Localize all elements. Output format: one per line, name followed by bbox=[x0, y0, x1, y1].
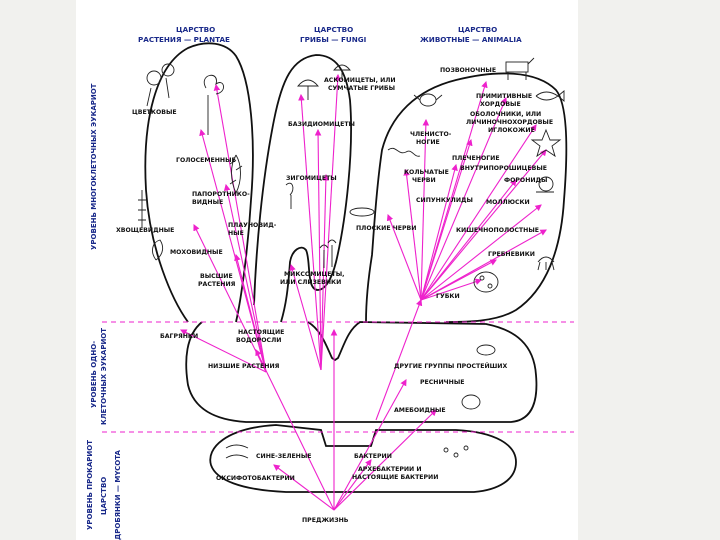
label-mosses: МОХОВИДНЫЕ bbox=[170, 249, 223, 256]
label-entoprocts: ВНУТРИПОРОШИЦЕВЫЕ bbox=[460, 165, 547, 172]
label-brachiopods: ПЛЕЧЕНОГИЕ bbox=[452, 155, 500, 162]
kingdom-animals-line1: ЦАРСТВО bbox=[458, 25, 497, 34]
kingdom-headers: ЦАРСТВО РАСТЕНИЯ — PLANTAE ЦАРСТВО ГРИБЫ… bbox=[138, 25, 522, 44]
worm-icon bbox=[387, 147, 421, 157]
label-gymnosperms: ГОЛОСЕМЕННЫЕ bbox=[176, 157, 236, 164]
label-ferns-1: ПАПОРОТНИКО- bbox=[192, 191, 250, 198]
label-arthropods-2: НОГИЕ bbox=[416, 139, 440, 146]
evolution-tree-diagram: ЦАРСТВО РАСТЕНИЯ — PLANTAE ЦАРСТВО ГРИБЫ… bbox=[76, 14, 578, 540]
label-ctenophores: ГРЕБНЕВИКИ bbox=[488, 251, 535, 258]
label-myxomycetes-1: МИКСОМИЦЕТЫ, bbox=[284, 271, 344, 278]
level-unicellular-label-1: УРОВЕНЬ ОДНО- bbox=[90, 341, 98, 408]
label-arthropods-1: ЧЛЕНИСТО- bbox=[410, 131, 452, 138]
kingdom-plants-line2: РАСТЕНИЯ — PLANTAE bbox=[138, 35, 230, 44]
group-labels: ЦВЕТКОВЫЕ ГОЛОСЕМЕННЫЕ ПАПОРОТНИКО- ВИДН… bbox=[116, 67, 553, 524]
label-ascomycetes-2: СУМЧАТЫЕ ГРИБЫ bbox=[328, 85, 395, 92]
label-true-algae-1: НАСТОЯЩИЕ bbox=[238, 329, 284, 336]
label-sipunculids: СИПУНКУЛИДЫ bbox=[416, 197, 473, 204]
zebra-icon bbox=[505, 57, 535, 80]
tree-outline bbox=[144, 42, 568, 493]
label-lower-plants: НИЗШИЕ РАСТЕНИЯ bbox=[208, 363, 280, 370]
label-lycopods-2: НЫЕ bbox=[228, 230, 244, 237]
slime-mold-icon bbox=[319, 239, 337, 268]
starfish-icon bbox=[530, 128, 562, 158]
fish-icon bbox=[535, 90, 565, 102]
label-cnidarians: КИШЕЧНОПОЛОСТНЫЕ bbox=[456, 227, 539, 234]
level-dividers bbox=[102, 321, 574, 433]
kingdom-prokaryotes-line2: ДРОБЯНКИ — MYCOTA bbox=[114, 450, 122, 540]
crab-icon bbox=[413, 93, 443, 107]
tree-icon bbox=[203, 74, 224, 135]
label-flatworms: ПЛОСКИЕ ЧЕРВИ bbox=[356, 225, 416, 232]
kingdom-fungi-line1: ЦАРСТВО bbox=[314, 25, 353, 34]
label-molluscs: МОЛЛЮСКИ bbox=[486, 199, 530, 206]
label-basidiomycetes: БАЗИДИОМИЦЕТЫ bbox=[288, 121, 355, 128]
level-prokaryote-label: УРОВЕНЬ ПРОКАРИОТ bbox=[86, 440, 94, 530]
label-ascomycetes-1: АСКОМИЦЕТЫ, ИЛИ bbox=[324, 77, 396, 84]
sponge-icon bbox=[473, 271, 499, 293]
label-bacteria: БАКТЕРИИ bbox=[354, 453, 392, 460]
organism-sketches bbox=[138, 57, 565, 459]
level-multicellular-label: УРОВЕНЬ МНОГОКЛЕТОЧНЫХ ЭУКАРИОТ bbox=[90, 83, 98, 250]
label-archaebacteria-2: НАСТОЯЩИЕ БАКТЕРИИ bbox=[352, 474, 438, 481]
moss-icon bbox=[152, 239, 164, 261]
label-lycopods-1: ПЛАУНОВИД- bbox=[228, 222, 277, 229]
label-zygomycetes: ЗИГОМИЦЕТЫ bbox=[286, 175, 337, 182]
side-labels: УРОВЕНЬ МНОГОКЛЕТОЧНЫХ ЭУКАРИОТ УРОВЕНЬ … bbox=[86, 83, 122, 540]
label-higher-plants-1: ВЫСШИЕ bbox=[200, 273, 233, 280]
label-ciliates: РЕСНИЧНЫЕ bbox=[420, 379, 464, 386]
level-unicellular-label-2: КЛЕТОЧНЫХ ЭУКАРИОТ bbox=[100, 328, 108, 425]
label-primitive-chordates-2: ХОРДОВЫЕ bbox=[480, 101, 521, 108]
label-oxyphotobacteria: ОКСИФОТОБАКТЕРИИ bbox=[216, 475, 295, 482]
label-primitive-chordates-1: ПРИМИТИВНЫЕ bbox=[476, 93, 532, 100]
horsetail-icon bbox=[138, 190, 146, 228]
label-red-algae: БАГРЯНКИ bbox=[160, 333, 198, 340]
label-vertebrates: ПОЗВОНОЧНЫЕ bbox=[440, 67, 496, 74]
fungus-icon bbox=[285, 182, 294, 209]
kingdom-fungi-line2: ГРИБЫ — FUNGI bbox=[300, 35, 367, 44]
label-other-protists: ДРУГИЕ ГРУППЫ ПРОСТЕЙШИХ bbox=[394, 361, 507, 370]
label-tunicates-2: ЛИЧИНОЧНОХОРДОВЫЕ bbox=[466, 119, 553, 126]
fern-icon bbox=[229, 154, 243, 195]
evolution-arrows bbox=[180, 73, 547, 511]
label-tunicates-1: ОБОЛОЧНИКИ, ИЛИ bbox=[470, 111, 541, 118]
kingdom-prokaryotes-line1: ЦАРСТВО bbox=[100, 477, 108, 515]
label-flowering: ЦВЕТКОВЫЕ bbox=[132, 109, 177, 116]
snail-icon bbox=[536, 176, 554, 193]
slide: ЦАРСТВО РАСТЕНИЯ — PLANTAE ЦАРСТВО ГРИБЫ… bbox=[76, 0, 578, 540]
label-myxomycetes-2: ИЛИ СЛИЗЕВИКИ bbox=[280, 279, 341, 286]
label-prelife: ПРЕДЖИЗНЬ bbox=[302, 517, 349, 524]
kingdom-animals-line2: ЖИВОТНЫЕ — ANIMALIA bbox=[420, 35, 522, 44]
bacteria-icon bbox=[225, 444, 469, 459]
kingdom-plants-line1: ЦАРСТВО bbox=[176, 25, 215, 34]
label-annelids-1: КОЛЬЧАТЫЕ bbox=[404, 169, 449, 176]
label-horsetails: ХВОЩЕВИДНЫЕ bbox=[116, 227, 174, 234]
label-sponges: ГУБКИ bbox=[436, 293, 460, 300]
label-true-algae-2: ВОДОРОСЛИ bbox=[236, 337, 281, 344]
protist-icon bbox=[461, 344, 496, 410]
label-amoeboids: АМЕБОИДНЫЕ bbox=[394, 407, 446, 414]
mushroom-icon bbox=[297, 64, 351, 100]
flatworm-icon bbox=[349, 207, 375, 217]
label-cyanobacteria: СИНЕ-ЗЕЛЕНЫЕ bbox=[256, 453, 312, 460]
flower-icon bbox=[146, 63, 175, 107]
label-ferns-2: ВИДНЫЕ bbox=[192, 199, 223, 206]
label-annelids-2: ЧЕРВИ bbox=[412, 177, 436, 184]
label-higher-plants-2: РАСТЕНИЯ bbox=[198, 281, 236, 288]
label-phoronids: ФОРОНИДЫ bbox=[504, 177, 547, 184]
label-archaebacteria-1: АРХЕБАКТЕРИИ И bbox=[358, 466, 422, 473]
label-echinoderms: ИГЛОКОЖИЕ bbox=[488, 127, 535, 134]
jellyfish-icon bbox=[537, 256, 555, 271]
